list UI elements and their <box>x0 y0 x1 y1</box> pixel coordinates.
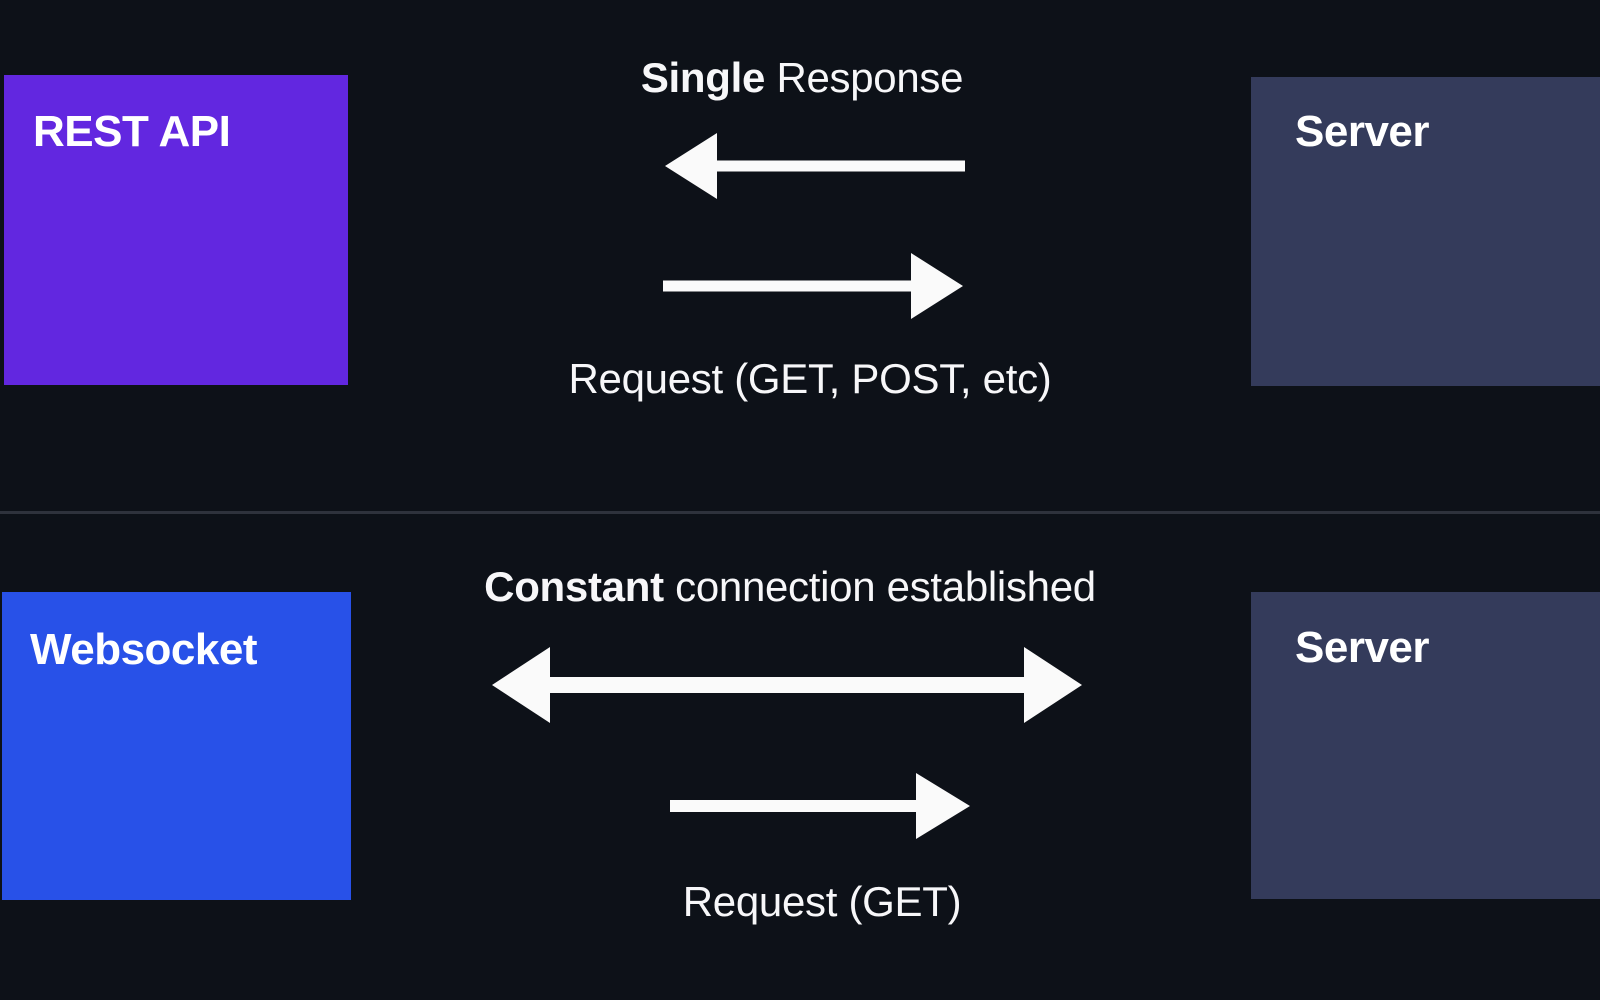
websocket-box: Websocket <box>2 592 351 900</box>
constant-connection-label-bold: Constant <box>484 563 664 610</box>
section-divider <box>0 511 1600 514</box>
websocket-request-label: Request (GET) <box>682 878 962 925</box>
rest-server-box: Server <box>1251 77 1600 386</box>
websocket-label: Websocket <box>30 625 258 674</box>
websocket-server-box: Server <box>1251 592 1600 899</box>
bidirectional-arrow-icon <box>492 647 1082 723</box>
single-response-label: Single Response <box>640 54 964 102</box>
websocket-server-label: Server <box>1295 623 1430 672</box>
constant-connection-label-rest: connection established <box>663 563 1096 610</box>
constant-connection-label: Constant connection established <box>484 563 1096 611</box>
rest-api-label: REST API <box>33 107 231 156</box>
single-response-label-bold: Single <box>640 54 766 101</box>
response-arrow-left-icon <box>665 133 965 199</box>
request-arrow-right-icon <box>663 253 963 319</box>
rest-api-box: REST API <box>4 75 348 385</box>
rest-server-label: Server <box>1295 107 1430 156</box>
single-response-label-rest: Response <box>765 54 964 101</box>
websocket-request-arrow-right-icon <box>670 773 970 839</box>
rest-request-label: Request (GET, POST, etc) <box>568 355 1052 402</box>
